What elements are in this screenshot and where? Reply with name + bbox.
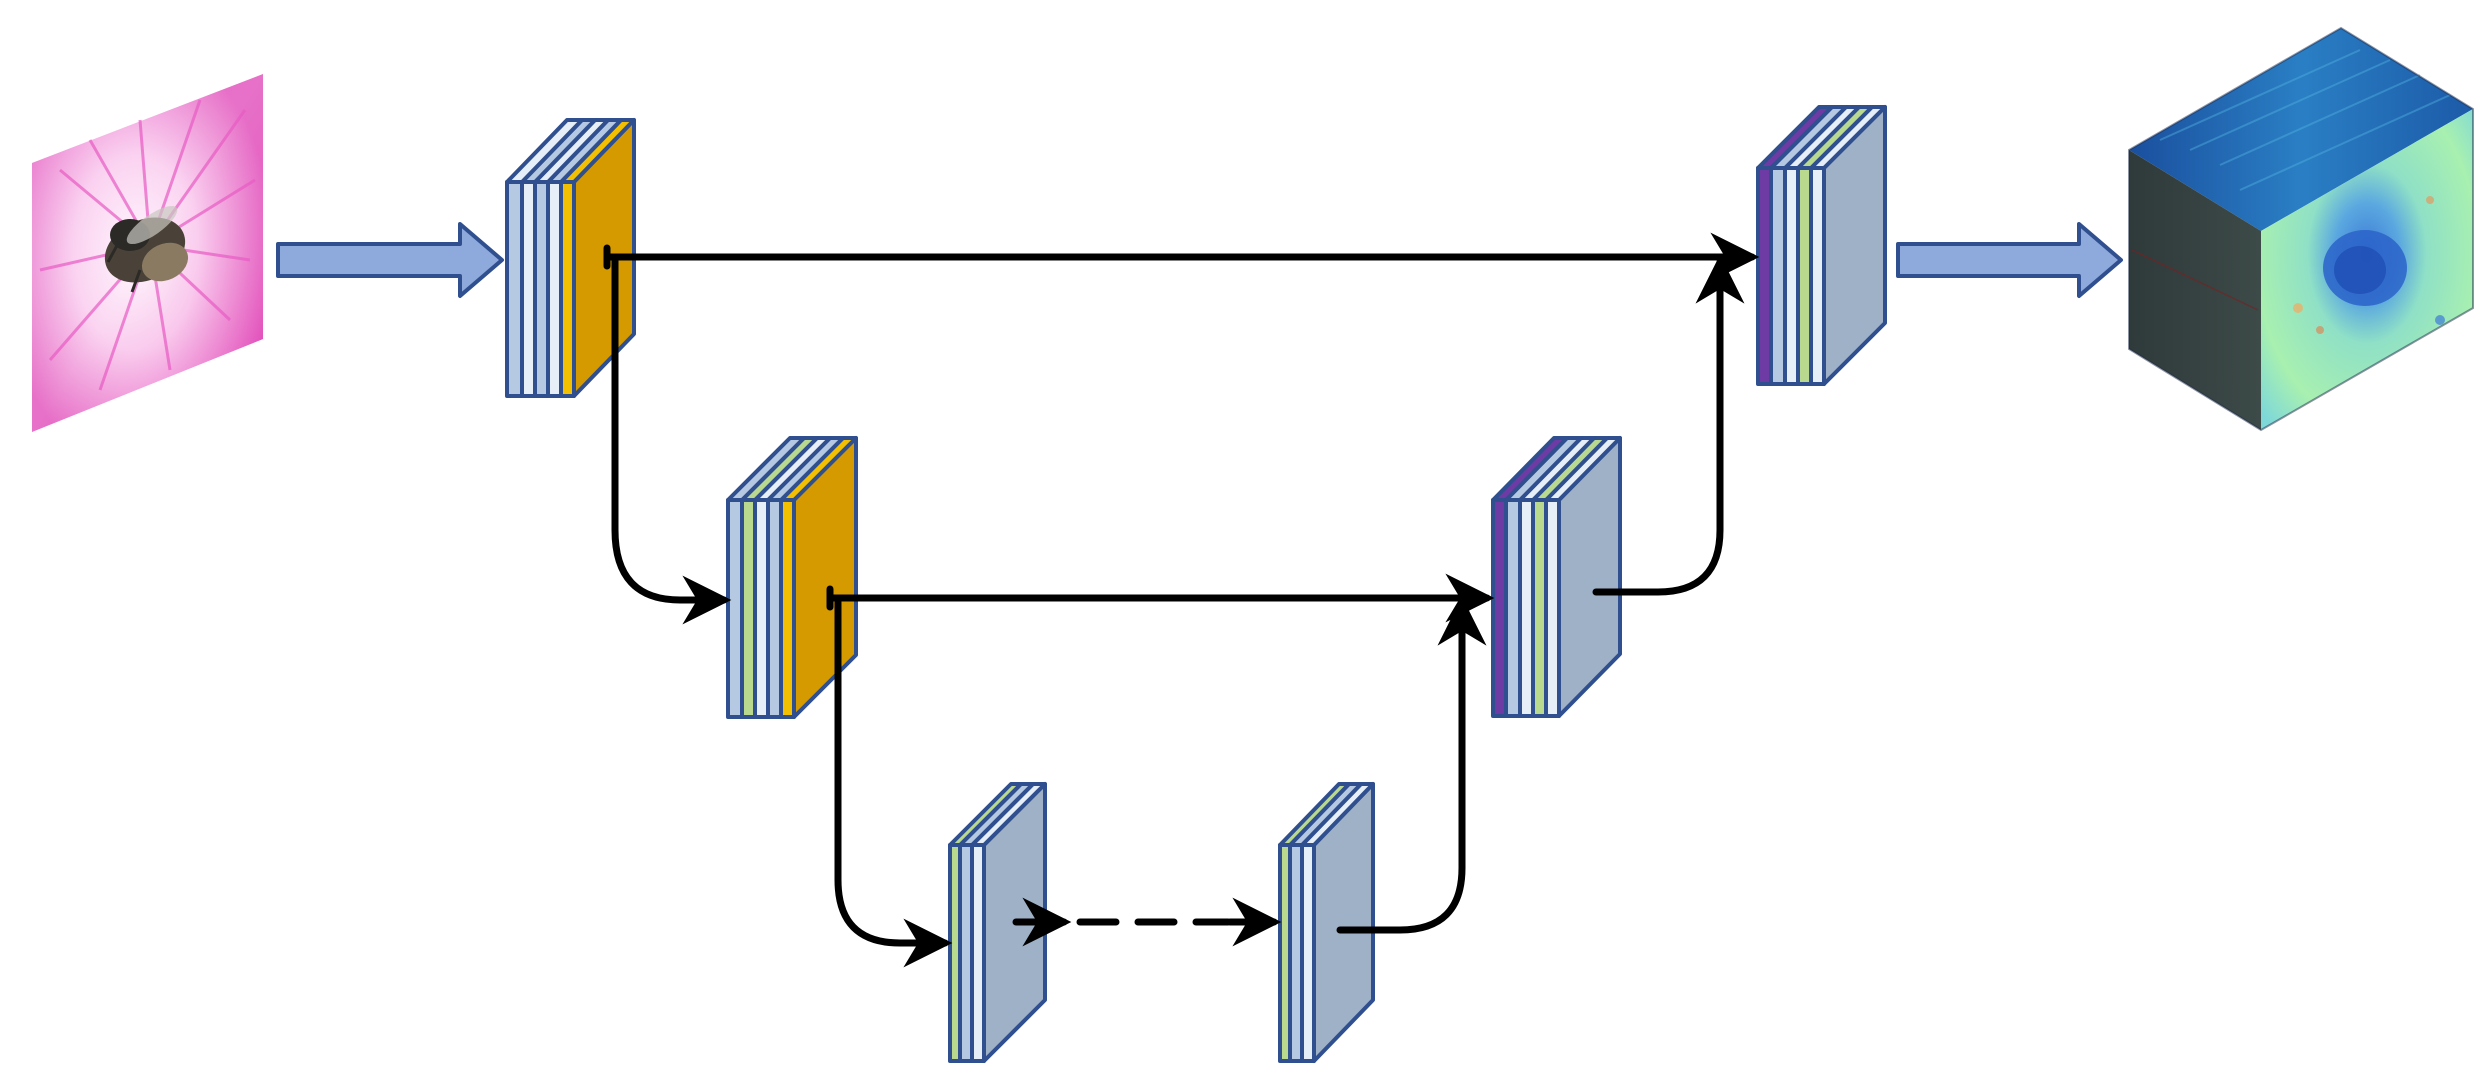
encoder-block-1 [505,118,636,398]
up-path-1 [1336,596,1487,934]
up-path-2 [1592,254,1745,596]
input-image [32,74,263,432]
bottleneck-block-2 [1278,782,1375,1063]
output-arrow [1896,222,2123,298]
down-path-2 [834,594,953,968]
input-arrow [276,222,504,298]
cube-side-face [2129,150,2261,430]
cube-heat-blob [2293,196,2445,334]
decoder-block-1 [1756,105,1887,386]
cube-top-face [2129,28,2473,231]
output-volume [2128,26,2474,432]
down-path-1 [611,253,732,625]
encoder-block-2 [726,436,858,719]
bottleneck-block-1 [948,782,1047,1063]
connectors [603,232,1760,968]
decoder-block-2 [1491,436,1622,718]
bee-icon [104,205,189,293]
